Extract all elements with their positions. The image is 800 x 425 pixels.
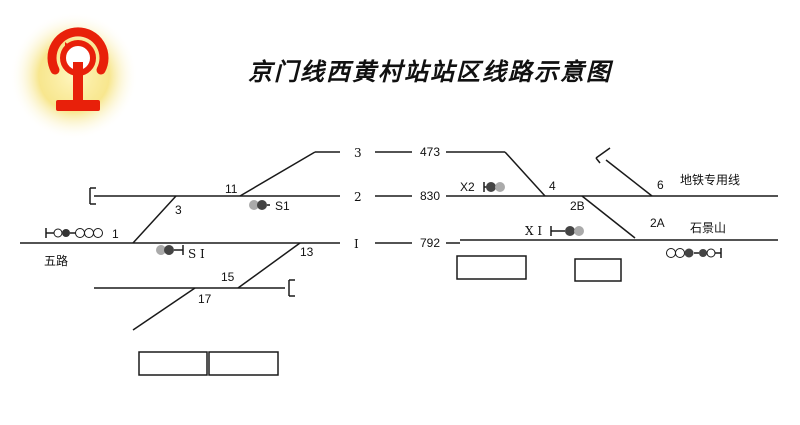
signal-lamps-wulu [45, 228, 103, 238]
switch-label-13: 13 [300, 245, 314, 259]
building-box-4 [574, 258, 622, 282]
signal-lamps-s1 [249, 200, 270, 210]
signal-label-s1: S1 [275, 199, 290, 213]
track-name-1: Ⅰ [354, 237, 359, 251]
building-box-1 [138, 351, 208, 376]
signal-lamps-si [156, 245, 184, 255]
right-tracks [460, 147, 778, 241]
place-label-wulu: 五路 [44, 253, 68, 268]
signal-lamps-xi [550, 226, 584, 236]
track-name-3: 3 [354, 146, 362, 160]
switch-label-1: 1 [112, 227, 119, 241]
track-mileage-473: 473 [420, 145, 440, 159]
switch-label-2a: 2A [650, 216, 665, 230]
track-name-2: 2 [354, 190, 362, 204]
switch-label-11: 11 [225, 182, 238, 196]
switch-label-4: 4 [549, 179, 556, 193]
switch-label-6: 6 [657, 178, 664, 192]
signal-label-si: S Ⅰ [188, 247, 205, 261]
track-mileage-830: 830 [420, 189, 440, 203]
switch-label-2b: 2B [570, 199, 585, 213]
left-tracks [20, 151, 340, 331]
track-mileage-792: 792 [420, 236, 440, 250]
china-railway-logo-icon [10, 12, 138, 140]
building-box-3 [456, 255, 527, 280]
mileage-connectors [375, 151, 505, 244]
switch-label-15: 15 [221, 270, 235, 284]
diagram-title: 京门线西黄村站站区线路示意图 [248, 57, 614, 86]
building-box-2 [208, 351, 279, 376]
switch-label-17: 17 [198, 292, 212, 306]
place-label-shijingshan: 石景山 [690, 221, 726, 235]
signal-lamps-x2 [483, 182, 505, 192]
place-label-subway: 地铁专用线 [680, 172, 740, 187]
signal-label-xi: X Ⅰ [525, 224, 542, 238]
switch-label-3: 3 [175, 203, 182, 217]
signal-lamps-shijingshan [666, 248, 722, 258]
signal-label-x2: X2 [460, 180, 475, 194]
